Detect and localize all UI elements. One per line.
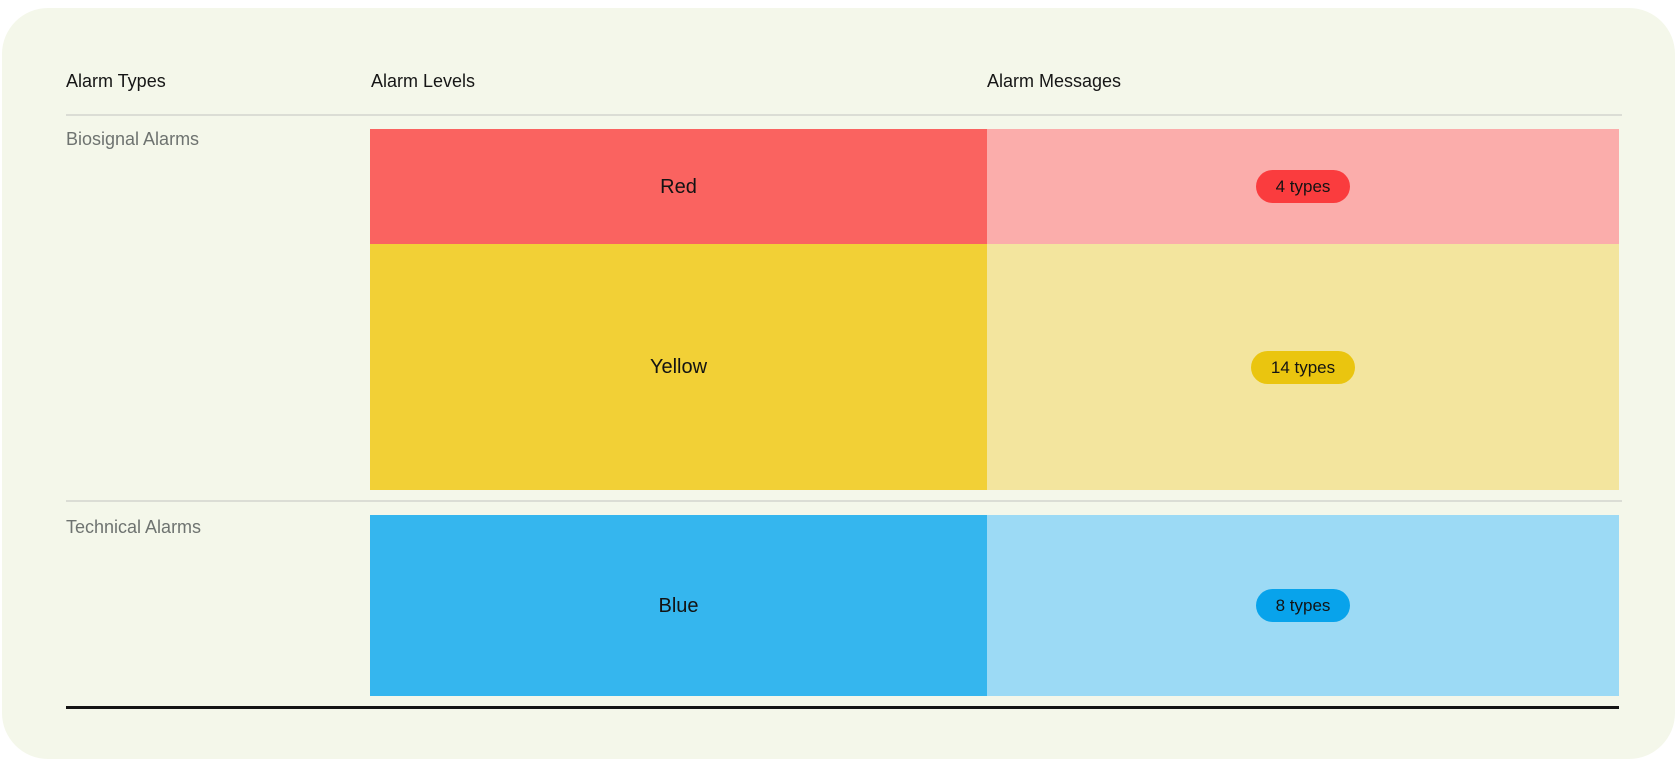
level-label-yellow: Yellow [649,356,708,378]
level-label-blue: Blue [658,594,699,617]
alarm-messages-cell-yellow: 14 types [987,244,1619,490]
bottom-rule [66,706,1619,709]
types-count-badge-red: 4 types [1255,170,1351,203]
table-row-yellow: Yellow 14 types [370,244,1619,490]
column-header-alarm-messages: Alarm Messages [987,71,1122,91]
alarm-messages-cell-blue: 8 types [987,515,1619,696]
section-label-biosignal-alarms: Biosignal Alarms [66,129,200,149]
level-label-red: Red [660,175,697,198]
table-row-red: Red 4 types [370,129,1619,244]
header-divider [66,114,1622,116]
types-count-badge-blue: 8 types [1255,589,1351,622]
alarm-table-card: Alarm Types Alarm Levels Alarm Messages … [2,8,1675,759]
alarm-level-cell-yellow: Yellow [370,244,987,490]
alarm-messages-cell-red: 4 types [987,129,1619,244]
alarm-level-cell-red: Red [370,129,987,244]
table-row-blue: Blue 8 types [370,515,1619,696]
types-count-badge-yellow: 14 types [1250,350,1356,384]
section-divider [66,500,1622,502]
alarm-level-cell-blue: Blue [370,515,987,696]
section-label-technical-alarms: Technical Alarms [66,517,202,537]
column-header-alarm-levels: Alarm Levels [371,71,476,91]
column-header-alarm-types: Alarm Types [66,71,166,91]
